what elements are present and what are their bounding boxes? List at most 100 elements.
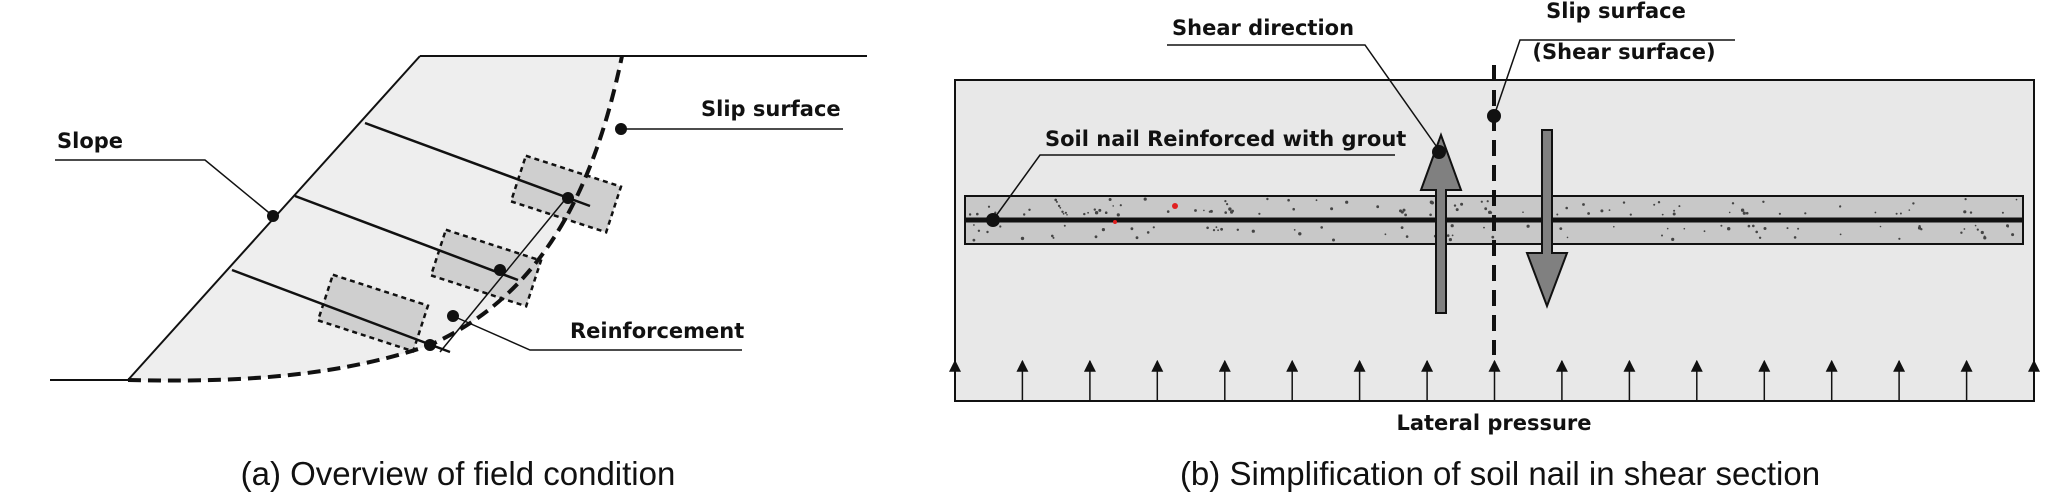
grout-speck [2001, 211, 2004, 214]
grout-speck [1208, 210, 1211, 213]
grout-speck [1226, 203, 1229, 206]
shear-direction-dot [1432, 145, 1446, 159]
grout-speck [1678, 205, 1681, 208]
grout-speck [2007, 225, 2009, 228]
grout-speck [1879, 225, 1882, 228]
grout-speck [1839, 205, 1842, 208]
grout-speck [1384, 233, 1387, 236]
grout-speck [1293, 229, 1296, 231]
shear-direction-leader [1167, 44, 1440, 151]
grout-speck [1448, 238, 1452, 242]
grout-speck [1742, 211, 1746, 215]
grout-speck [1057, 204, 1061, 208]
shear-direction-label: Shear direction [1172, 16, 1354, 40]
grout-speck [977, 229, 981, 232]
grout-speck [1755, 230, 1758, 234]
grout-speck [1522, 211, 1524, 213]
grout-speck [1112, 205, 1114, 207]
grout-speck [1320, 226, 1323, 229]
grout-speck [1166, 210, 1170, 213]
grout-speck [976, 212, 979, 216]
grout-speck [1480, 200, 1483, 203]
grout-speck [1963, 228, 1966, 230]
grout-speck [1731, 202, 1735, 205]
slope-leader [55, 159, 274, 217]
grout-speck [1874, 211, 1877, 214]
grout-speck [1101, 228, 1105, 232]
grout-speck [1215, 226, 1218, 229]
grout-speck [1083, 212, 1086, 216]
panel-b-shear-section: Shear direction Slip surface (Shear surf… [949, 0, 2040, 492]
grout-speck [1061, 210, 1064, 213]
grout-speck [1582, 203, 1585, 206]
grout-speck [986, 230, 989, 234]
reinforcement-dot [447, 310, 459, 322]
nail-dot [494, 264, 506, 276]
slip-surface-b-leader [1493, 39, 1735, 117]
grout-speck [1600, 209, 1604, 213]
grout-speck [972, 238, 976, 242]
grout-speck [1446, 234, 1450, 237]
grout-speck [1747, 224, 1751, 228]
grout-speck [1022, 213, 1026, 216]
reinforcement-label: Reinforcement [570, 319, 744, 343]
grout-speck [2015, 198, 2018, 201]
nail-dot [424, 339, 436, 351]
grout-speck [1484, 207, 1488, 211]
grout-speck [1453, 204, 1457, 207]
grout-speck [1429, 213, 1432, 217]
grout-speck [1629, 213, 1632, 216]
grout-speck [1661, 234, 1663, 237]
grout-speck [1212, 229, 1216, 232]
grout-speck [1064, 211, 1067, 214]
grout-speck [1266, 197, 1269, 201]
soil-nail [364, 121, 591, 208]
grout-speck [1292, 207, 1295, 211]
grout-speck [1345, 200, 1349, 204]
grout-speck [1098, 208, 1102, 212]
grout-speck [1683, 227, 1686, 230]
grout-speck [1964, 198, 1967, 201]
grout-speck [987, 205, 991, 208]
grout-speck [1224, 200, 1227, 203]
grout-speck [1116, 213, 1120, 217]
grout-speck [1455, 208, 1459, 212]
grout-speck [1898, 237, 1901, 240]
grout-speck [1752, 224, 1755, 228]
grout-speck [1740, 208, 1745, 212]
grout-speck [1489, 211, 1493, 214]
grout-speck [1797, 227, 1800, 230]
grout-speck [1315, 199, 1318, 202]
grout-speck [1976, 228, 1979, 231]
grout-speck [1908, 209, 1911, 211]
grout-speck [1251, 229, 1255, 233]
shear-arrow-up [1419, 132, 1463, 314]
grout-speck [1405, 235, 1409, 238]
grout-speck [1217, 229, 1219, 232]
grout-speck [1055, 200, 1058, 203]
grout-speck [1143, 197, 1147, 201]
grout-speck [1087, 211, 1089, 214]
grout-speck [968, 213, 972, 216]
grout-speck [1146, 231, 1150, 234]
grout-speck [1093, 208, 1097, 211]
slip-surface-label: Slip surface [701, 97, 841, 121]
grout-speck [1559, 227, 1563, 231]
grout-speck [1094, 211, 1099, 215]
grout-speck [1727, 227, 1731, 231]
grout-speck [1224, 211, 1227, 214]
accent-dot [1172, 203, 1178, 209]
grout-speck [1066, 214, 1068, 216]
grout-speck [973, 224, 975, 226]
slip-surface-dot [615, 123, 627, 135]
grout-speck [1130, 227, 1134, 231]
grout-speck [1895, 212, 1898, 215]
grout-speck [1376, 205, 1380, 209]
grout-speck [1587, 212, 1590, 215]
grout-speck [1758, 236, 1762, 239]
grout-speck [1762, 200, 1765, 203]
grout-speck [1287, 198, 1290, 202]
slope-label: Slope [57, 129, 123, 153]
grout-speck [1917, 226, 1922, 230]
